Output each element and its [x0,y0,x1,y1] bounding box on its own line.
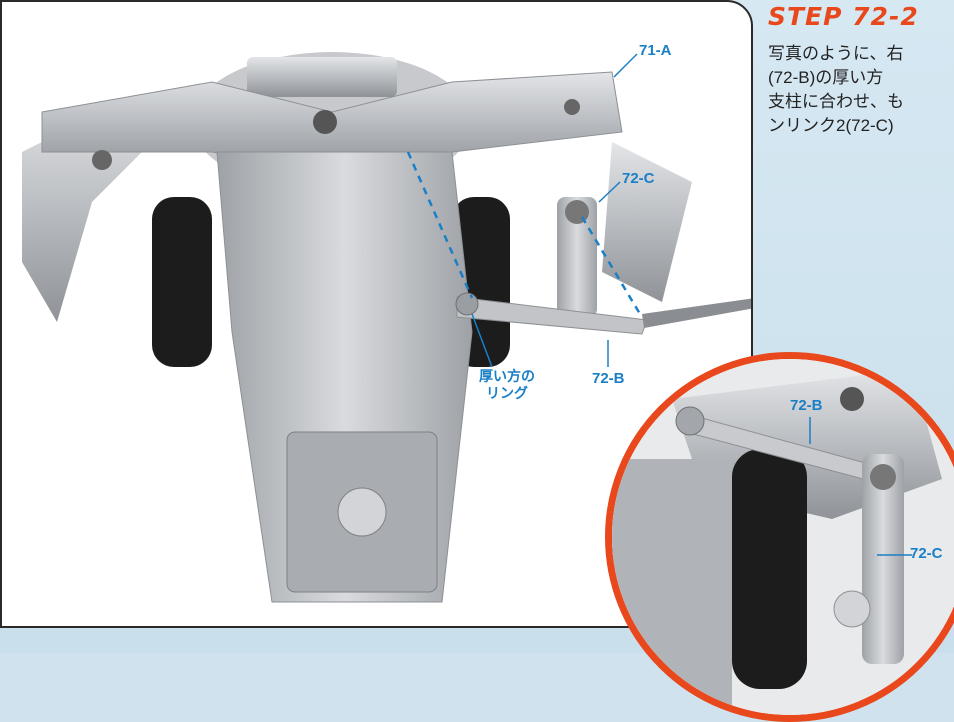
label-71a: 71-A [639,42,672,59]
label-72c: 72-C [622,170,655,187]
leader-71a [613,53,638,78]
inset-ring [675,406,705,436]
main-photo-frame: 71-A 72-C 72-B 厚い方の リング [0,0,753,628]
guide-line-right [580,216,642,315]
inset-tire [732,449,807,689]
tweezers [642,298,751,328]
link-72b [456,296,648,335]
inset-label-72b: 72-B [790,397,823,414]
right-support-arm [602,142,692,302]
instruction-line: 写真のように、右 [768,44,904,63]
leader-thick-ring [471,313,493,368]
label-thick-ring-line2: リング [486,385,528,401]
inset-frame-hole [840,387,864,411]
left-tire [152,197,212,367]
frame-hole [313,110,337,134]
detail-inset-circle: 72-B 72-C [605,352,954,722]
frame-hole [564,99,580,115]
inset-post-72c [862,454,904,664]
instruction-line: ンリンク2(72-C) [768,116,894,135]
left-support-arm [22,97,152,322]
output-shaft [337,487,387,537]
top-block [247,57,397,97]
gearbox-illustration [22,52,751,603]
inset-illustration [612,359,954,715]
guide-line-left [406,151,474,299]
instruction-line: (72-B)の厚い方 [768,68,884,87]
label-thick-ring-line1: 厚い方の [479,368,535,384]
inset-label-72c: 72-C [910,545,943,562]
instruction-line: 支柱に合わせ、も [768,92,904,111]
leader-72c [598,181,621,203]
inset-post-hole [870,464,896,490]
label-thick-ring: 厚い方の リング [467,368,547,402]
inset-gearbox [612,459,732,715]
post-72c [557,197,597,317]
step-title: STEP 72-2 [768,2,919,31]
frame-hole [92,150,112,170]
thick-ring [455,292,479,316]
step-instructions: 写真のように、右 (72-B)の厚い方 支柱に合わせ、も ンリンク2(72-C) [768,42,954,138]
inset-bolt [833,590,871,628]
